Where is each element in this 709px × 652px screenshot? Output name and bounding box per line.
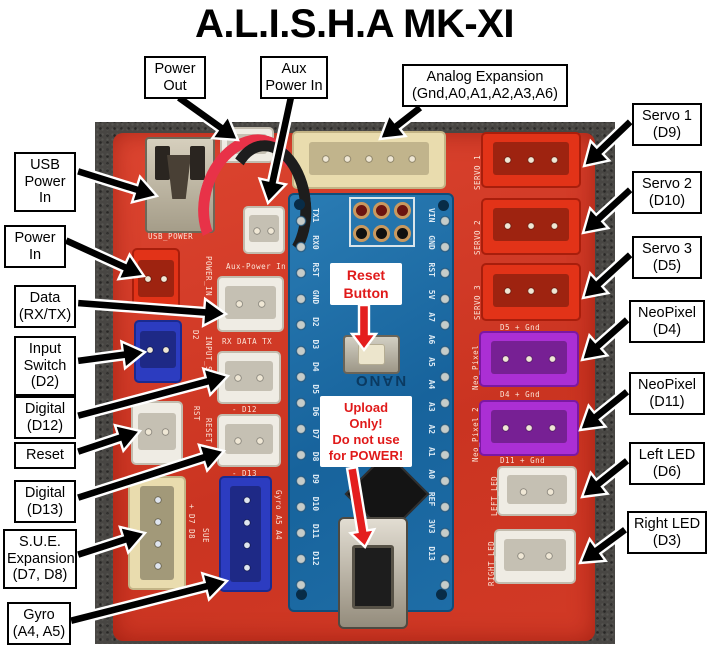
silk-rst: RST [192,406,201,422]
silk-right-led: RIGHT_LED [487,540,496,586]
silk-gyro: Gyro A5 A4 [274,490,283,541]
neopixel-d11-connector [479,400,579,456]
nano-right-pin-labels: VIN GND RST 5V A7 A6 A5 A4 A3 A2 A1 A0 R… [427,208,436,561]
silk-servo1: SERVO 1 [473,154,482,190]
silk-aux-power: Aux-Power In [226,262,287,271]
neopixel-d4-connector [479,331,579,387]
upload-warning-note: Upload Only! Do not use for POWER! [320,396,412,468]
silk-neo2: Neo_Pixel 2 [471,406,480,462]
data-rx-tx-connector [217,276,284,332]
nano-right-pins [438,208,452,600]
icsp-header [349,197,415,247]
gyro-connector [219,476,272,592]
silk-d4gnd: D4 + Gnd [500,390,541,399]
silk-d5gnd: D5 + Gnd [500,323,541,332]
servo-3-connector [481,263,581,321]
right-led-connector [494,529,576,584]
nano-label: NANO [353,372,407,389]
silk-d2: D2 [191,330,200,341]
callout-digital-d12: Digital(D12) [14,396,76,440]
silk-reset: RESET [204,418,213,444]
silk-sue: SUE [201,528,210,544]
silk-neo1: Neo_Pixel [471,344,480,390]
mini-usb-port[interactable] [338,517,408,629]
left-led-connector [497,466,577,516]
silk-left-led: LEFT_LED [490,475,499,516]
usb-power-connector [145,137,215,233]
callout-servo-1: Servo 1(D9) [632,103,702,147]
silk-d12: - D12 [232,405,258,414]
callout-power-in: Power In [4,225,66,269]
silk-servo2: SERVO 2 [473,219,482,255]
servo-2-connector [481,198,581,255]
nano-left-pins [294,208,308,600]
callout-servo-2: Servo 2(D10) [632,171,702,215]
silk-d13: - D13 [232,469,258,478]
analog-expansion-connector [292,131,446,189]
silk-usb-power: USB_POWER [148,232,194,241]
silk-servo3: SERVO 3 [473,284,482,320]
digital-d12-connector [217,351,281,404]
reset-button-note: Reset Button [330,263,402,306]
callout-servo-3: Servo 3(D5) [632,236,702,280]
silk-rx-data-tx: RX DATA TX [222,337,273,346]
power-in-connector [132,248,180,312]
callout-gyro: Gyro(A4, A5) [7,602,71,646]
silk-power-in: POWER_IN [204,256,213,297]
servo-1-connector [481,132,581,188]
callout-neopixel-d4: NeoPixel(D4) [629,300,705,344]
sue-expansion-connector [128,476,186,590]
mounting-hole [438,200,449,211]
silk-d7d8: + D7 D8 [187,504,196,540]
digital-d13-connector [217,414,281,467]
mounting-hole [294,199,305,210]
callout-data-rx-tx: Data(RX/TX) [14,285,76,329]
input-switch-connector [134,320,182,383]
silk-d11gnd: D11 + Gnd [500,456,546,465]
silk-input-sw: INPUT_SW [204,336,213,377]
callout-sue-expansion: S.U.E.Expansion(D7, D8) [3,529,77,589]
callout-digital-d13: Digital(D13) [14,480,76,524]
callout-analog-expansion: Analog Expansion(Gnd,A0,A1,A2,A3,A6) [402,64,568,108]
reset-connector [131,401,183,465]
aux-power-in-connector [243,206,285,254]
callout-right-led: Right LED(D3) [627,511,707,555]
callout-reset: Reset [14,442,76,469]
page-title: A.L.I.S.H.A MK-XI [195,2,514,46]
callout-left-led: Left LED(D6) [629,442,705,486]
callout-neopixel-d11: NeoPixel(D11) [629,372,705,416]
reset-button[interactable] [343,335,400,374]
nano-left-pin-labels: TX1 RX0 RST GND D2 D3 D4 D5 D6 D7 D8 D9 … [311,208,320,566]
